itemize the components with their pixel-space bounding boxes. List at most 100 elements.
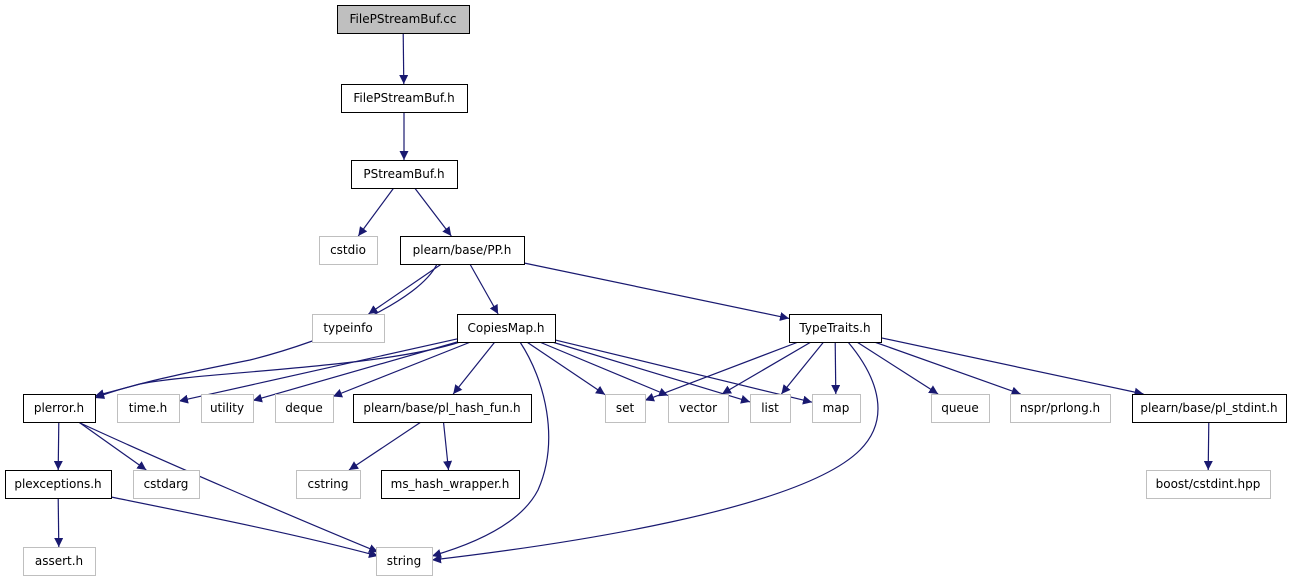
node-box: [341, 84, 468, 113]
edge-path: [1203, 421, 1213, 471]
edge-path: [452, 341, 496, 395]
edge-path: [856, 341, 939, 395]
edge-CopiesMaph-to-vector: [539, 341, 669, 397]
edge-path: [442, 421, 453, 471]
edge-TypeTraitsh-to-prlong: [874, 341, 1021, 396]
edge-PPh-to-TypeTraitsh: [523, 262, 790, 321]
edge-CopiesMaph-to-list: [552, 341, 751, 404]
node-box: [457, 314, 556, 343]
node-label: utility: [210, 401, 244, 415]
edge-path: [53, 421, 63, 471]
node-PStreamBufh[interactable]: PStreamBuf.h: [351, 160, 458, 189]
node-box: [789, 314, 882, 343]
node-TypeTraitsh[interactable]: TypeTraits.h: [789, 314, 882, 343]
node-box: [605, 394, 646, 423]
edge-plerrorh-to-cstdarg: [78, 421, 147, 471]
edge-path: [368, 263, 442, 315]
node-box: [376, 547, 433, 576]
edge-path: [252, 341, 458, 403]
node-string: string: [376, 547, 433, 576]
node-timeh: time.h: [117, 394, 180, 423]
edge-path: [77, 421, 379, 553]
edge-PPh-to-plerrorh: [94, 263, 438, 399]
edge-TypeTraitsh-to-set: [644, 341, 799, 402]
edge-path: [831, 341, 841, 395]
node-pl_hash_fun[interactable]: plearn/base/pl_hash_fun.h: [353, 394, 532, 423]
edge-CopiesMaph-to-string: [431, 341, 550, 558]
node-box: [312, 314, 385, 343]
edge-plerrorh-to-plexceptions: [53, 421, 63, 471]
edge-TypeTraitsh-to-queue: [856, 341, 939, 395]
node-box: [353, 394, 532, 423]
node-box: [201, 394, 254, 423]
edge-TypeTraitsh-to-vector: [721, 341, 812, 395]
node-deque: deque: [275, 394, 334, 423]
node-box: [1146, 470, 1271, 499]
node-box: [931, 394, 990, 423]
edge-path: [554, 339, 813, 405]
node-list: list: [750, 394, 791, 423]
node-box: [296, 470, 361, 499]
edge-path: [399, 32, 409, 85]
node-label: queue: [941, 401, 979, 415]
edge-path: [414, 187, 452, 237]
node-label: PStreamBuf.h: [363, 167, 444, 181]
node-map: map: [812, 394, 861, 423]
node-ms_hash[interactable]: ms_hash_wrapper.h: [381, 470, 520, 499]
edge-TypeTraitsh-to-map: [831, 341, 841, 395]
node-label: FilePStreamBuf.h: [353, 91, 454, 105]
edge-TypeTraitsh-to-list: [780, 341, 825, 395]
node-label: plearn/base/pl_hash_fun.h: [363, 401, 520, 415]
node-label: FilePStreamBuf.cc: [350, 12, 457, 26]
node-label: TypeTraits.h: [798, 321, 870, 335]
node-label: boost/cstdint.hpp: [1156, 477, 1261, 491]
node-label: plearn/base/PP.h: [413, 243, 512, 257]
edge-TypeTraitsh-to-pl_stdint: [880, 337, 1144, 397]
edge-path: [54, 497, 64, 548]
node-box: [319, 236, 378, 265]
node-plerrorh[interactable]: plerror.h: [23, 394, 96, 423]
node-PPh[interactable]: plearn/base/PP.h: [400, 236, 525, 265]
node-label: assert.h: [35, 554, 83, 568]
edge-path: [526, 341, 606, 396]
node-label: set: [616, 401, 635, 415]
node-label: nspr/prlong.h: [1020, 401, 1100, 415]
edge-path: [539, 341, 669, 397]
node-box: [381, 470, 520, 499]
node-label: CopiesMap.h: [467, 321, 544, 335]
edge-path: [348, 421, 422, 471]
node-plexceptions[interactable]: plexceptions.h: [5, 470, 112, 499]
node-CopiesMaph[interactable]: CopiesMap.h: [457, 314, 556, 343]
edge-path: [552, 341, 751, 404]
edge-pl_hash_fun-to-cstring: [348, 421, 422, 471]
node-cstdint: boost/cstdint.hpp: [1146, 470, 1271, 499]
nodes-layer: FilePStreamBuf.ccFilePStreamBuf.hPStream…: [5, 5, 1287, 576]
node-box: [668, 394, 729, 423]
node-FilePStreamBufh[interactable]: FilePStreamBuf.h: [341, 84, 468, 113]
node-box: [812, 394, 861, 423]
node-cstdarg: cstdarg: [133, 470, 200, 499]
node-FilePStreamBufcc[interactable]: FilePStreamBuf.cc: [337, 5, 470, 34]
node-label: map: [823, 401, 850, 415]
node-box: [23, 547, 96, 576]
node-box: [351, 160, 458, 189]
node-box: [23, 394, 96, 423]
node-utility: utility: [201, 394, 254, 423]
node-label: list: [761, 401, 779, 415]
edge-TypeTraitsh-to-string: [431, 341, 879, 564]
edge-path: [874, 341, 1021, 396]
node-box: [275, 394, 334, 423]
node-cstring: cstring: [296, 470, 361, 499]
edge-path: [780, 341, 825, 395]
node-label: deque: [285, 401, 323, 415]
node-label: vector: [679, 401, 717, 415]
node-label: plerror.h: [34, 401, 84, 415]
node-pl_stdint[interactable]: plearn/base/pl_stdint.h: [1132, 394, 1287, 423]
node-box: [5, 470, 112, 499]
edge-path: [78, 421, 147, 471]
node-box: [1132, 394, 1287, 423]
node-box: [750, 394, 791, 423]
edge-path: [110, 496, 379, 559]
edge-CopiesMaph-to-plerrorh: [94, 341, 461, 399]
node-label: ms_hash_wrapper.h: [391, 477, 510, 491]
